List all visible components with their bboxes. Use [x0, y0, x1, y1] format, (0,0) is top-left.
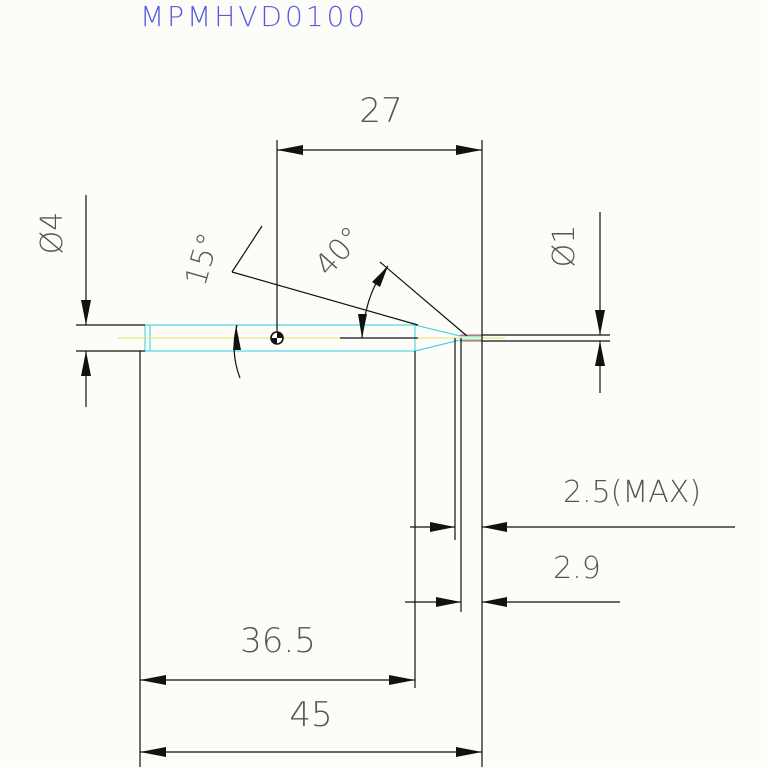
- cone-bottom-edge: [414, 339, 461, 352]
- tool-outline: [144, 324, 482, 352]
- dimension-27-label: 27: [359, 91, 402, 131]
- dimension-2-9-label: 2.9: [553, 551, 601, 586]
- dimension-angle-40: 40°: [308, 220, 468, 339]
- dimension-angle-40-label: 40°: [308, 220, 370, 283]
- tip-detail: [460, 334, 482, 342]
- drawing-title: MPMHVD0100: [140, 0, 368, 33]
- datum-marker: [270, 331, 284, 345]
- dimension-27: 27: [276, 91, 483, 767]
- cone-top-edge: [414, 324, 461, 337]
- dimension-2-9: 2.9: [405, 551, 620, 607]
- dimension-36-5-label: 36.5: [240, 621, 316, 661]
- dimension-angle-15: 15°: [179, 225, 419, 379]
- dimension-diameter-1: Ø1: [482, 212, 610, 393]
- dimension-angle-15-label: 15°: [179, 229, 227, 290]
- dimension-36-5: 36.5: [140, 621, 415, 685]
- dimension-diameter-1-label: Ø1: [547, 225, 582, 268]
- dimension-45-label: 45: [289, 695, 332, 735]
- dimension-2-5-max-label: 2.5(MAX): [563, 475, 701, 510]
- dimension-2-5-max: 2.5(MAX): [410, 475, 735, 532]
- dimension-diameter-4-label: Ø4: [35, 212, 70, 255]
- dimension-45: 45: [140, 695, 482, 757]
- extension-lines: [139, 338, 462, 767]
- dimension-diameter-4: Ø4: [35, 195, 145, 407]
